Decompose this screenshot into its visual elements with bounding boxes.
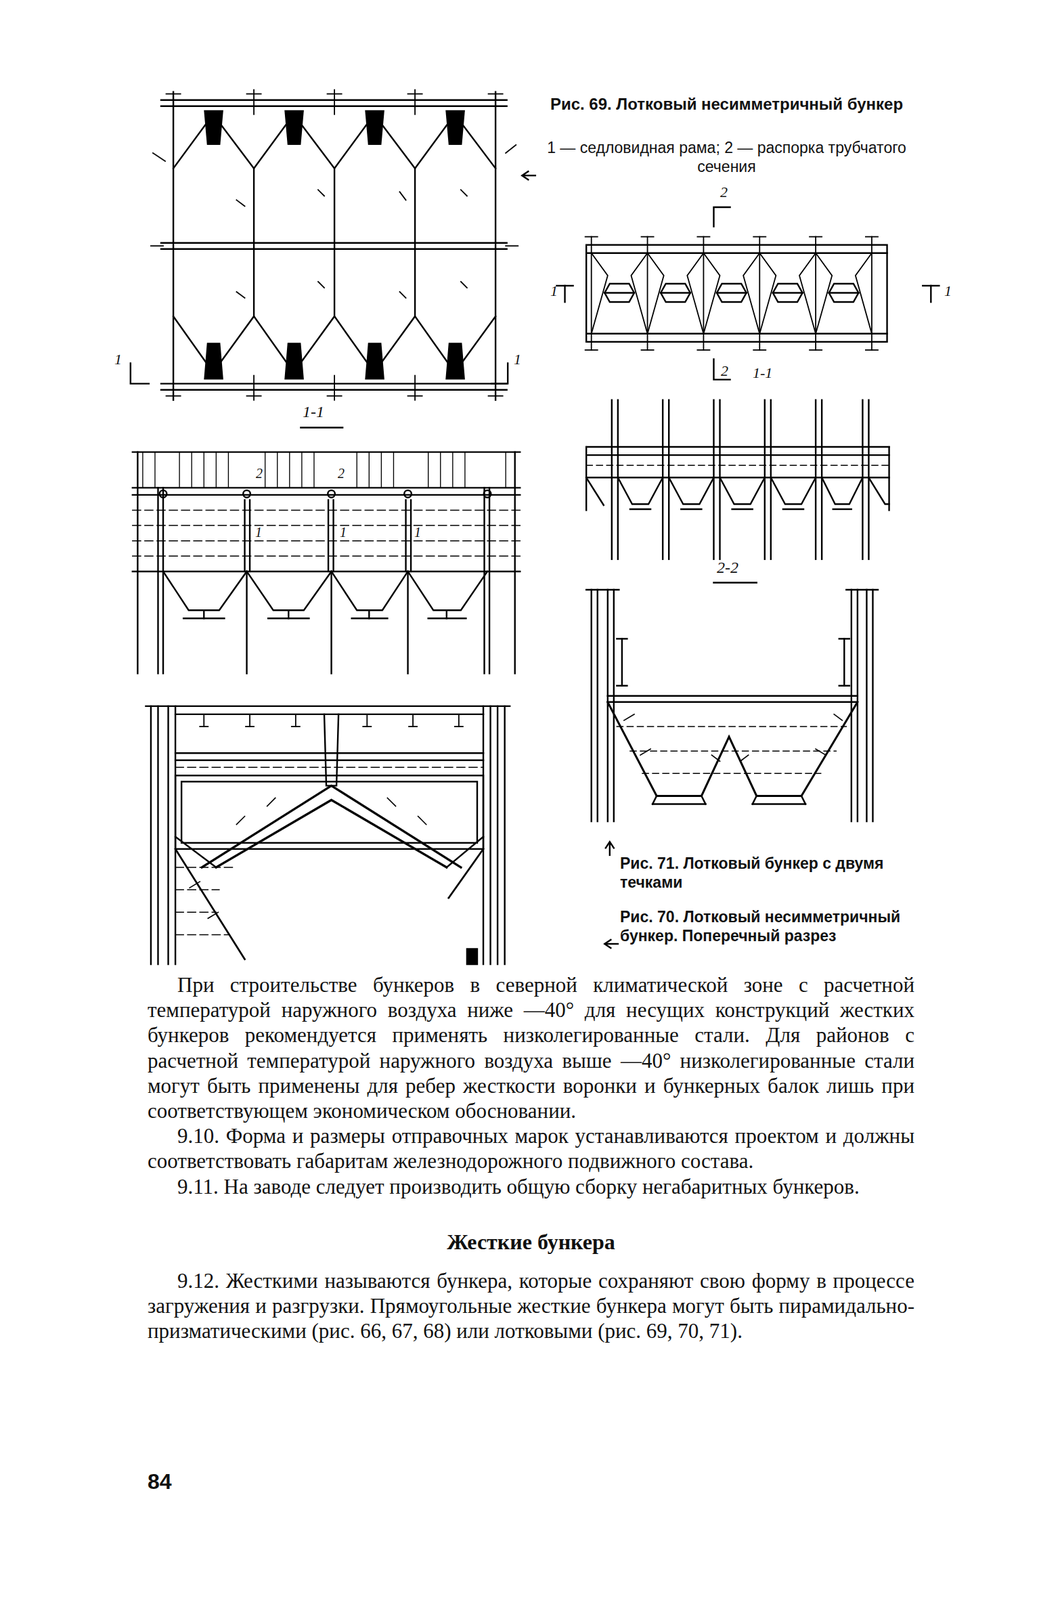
section-mark: 2: [720, 183, 728, 202]
callout-number: 1: [339, 523, 347, 541]
section-mark: 1: [513, 350, 522, 369]
section-mark: 2: [720, 362, 729, 380]
figure-caption: Рис. 69. Лотковый несимметричный бункер: [525, 94, 928, 115]
callout-number: 2: [255, 465, 263, 482]
paragraph: 9.10. Форма и размеры отправочных марок …: [147, 1122, 915, 1174]
paragraph: При строительстве бункеров в северной кл…: [147, 971, 915, 1123]
figure-caption: Рис. 71. Лотковый бункер с двумя течками: [620, 854, 916, 892]
section-mark: 1: [114, 350, 122, 369]
paragraph: 9.12. Жесткими называются бункера, котор…: [147, 1267, 915, 1344]
section-mark: 1: [550, 282, 558, 300]
section-title: 1-1: [752, 364, 773, 382]
body-text: При строительстве бункеров в северной кл…: [147, 971, 915, 1344]
callout-number: 2: [337, 465, 345, 482]
section-title: 1-1: [302, 402, 325, 422]
paragraph: 9.11. На заводе следует производить общу…: [147, 1173, 915, 1199]
section-title: 2-2: [716, 557, 739, 578]
figure-legend: 1 — седловидная рама; 2 — распорка трубч…: [525, 138, 928, 176]
figure-caption: Рис. 70. Лотковый несимметричный бункер.…: [620, 907, 916, 945]
callout-number: 1: [414, 523, 422, 541]
section-heading: Жесткие бункера: [147, 1228, 915, 1255]
page-number: 84: [147, 1468, 172, 1494]
callout-number: 1: [255, 523, 262, 541]
section-mark: 1: [944, 282, 952, 300]
